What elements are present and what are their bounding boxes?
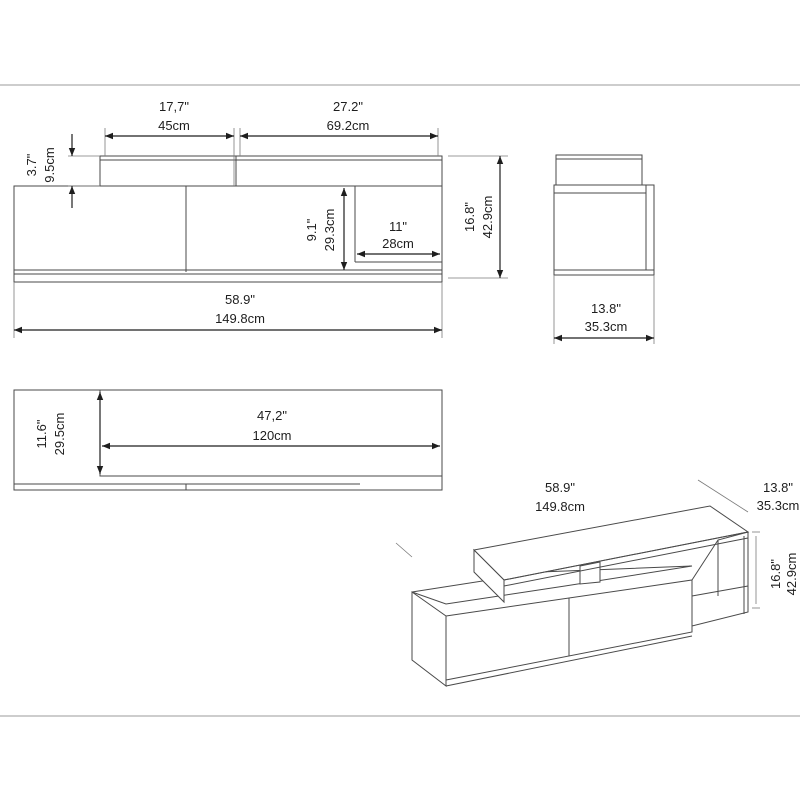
dim-top-shelf-height-in: 3.7" [24,153,39,176]
iso-depth-in: 13.8" [763,480,793,495]
iso-view: 58.9" 149.8cm 13.8" 35.3cm 16.8" 42.9cm [395,479,800,688]
dim-total-width-in: 58.9" [225,292,255,307]
iso-height-cm: 42.9cm [784,553,799,596]
dim-top-shelf-height-cm: 9.5cm [42,147,57,182]
iso-shelf-unit [691,531,749,627]
dim-open-shelf-width-in: 11" [389,219,407,234]
dim-top-left-width-cm: 45cm [158,118,190,133]
dim-total-height-in: 16.8" [462,202,477,232]
iso-lower-left-side [411,591,447,688]
iso-top-shelf-front [473,548,505,604]
iso-riser [579,561,601,585]
dim-side-depth-cm: 35.3cm [585,319,628,334]
top-view-shelf [99,389,443,477]
dim-side-depth-in: 13.8" [591,301,621,316]
dim-top-view-depth-in: 11.6" [34,419,49,448]
iso-height-in: 16.8" [768,559,783,589]
side-view: 13.8" 35.3cm [553,154,655,344]
dim-top-view-width-cm: 120cm [252,428,291,443]
iso-width-in: 58.9" [545,480,575,495]
front-top-shelf [99,155,443,187]
dim-door-height-in: 9.1" [304,218,319,241]
dim-open-shelf-width-cm: 28cm [382,236,414,251]
front-main-body [13,185,443,275]
dim-total-height-cm: 42.9cm [480,196,495,239]
side-body [553,184,655,276]
front-base [13,273,443,283]
dim-door-height-cm: 29.3cm [322,209,337,252]
iso-depth-cm: 35.3cm [757,498,800,513]
dim-total-width-cm: 149.8cm [215,311,265,326]
front-view: 17,7" 45cm 27.2" 69.2cm 3.7" 9.5cm 9.1" … [13,99,508,338]
dim-top-left-width-in: 17,7" [159,99,189,114]
dim-top-right-width-in: 27.2" [333,99,363,114]
iso-width-cm: 149.8cm [535,499,585,514]
dim-top-right-width-cm: 69.2cm [327,118,370,133]
side-top-shelf [555,154,643,186]
dim-top-view-depth-cm: 29.5cm [52,413,67,456]
dim-top-view-width-in: 47,2" [257,408,287,423]
top-view: 11.6" 29.5cm 47,2" 120cm [13,389,443,491]
